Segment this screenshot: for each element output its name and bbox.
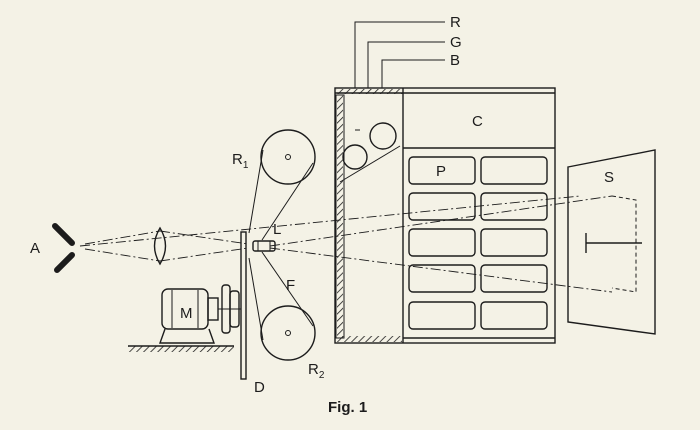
camera-box (334, 87, 556, 344)
motor (159, 284, 241, 344)
label-f: F (286, 277, 295, 294)
label-b: B (450, 52, 460, 69)
projection-lens (252, 240, 276, 252)
reel-bottom (260, 305, 316, 361)
label-d: D (254, 379, 265, 396)
label-c: C (472, 113, 483, 130)
figure-caption: Fig. 1 (328, 399, 367, 416)
label-r2: R2 (308, 361, 325, 381)
ground (128, 345, 234, 352)
label-r: R (450, 14, 461, 31)
plate-grid (408, 156, 548, 330)
rgb-leaders (354, 21, 445, 88)
feed-roller-right (369, 122, 397, 150)
label-a: A (30, 240, 40, 257)
condenser-lens (153, 226, 167, 266)
light-source (52, 223, 75, 273)
label-g: G (450, 34, 462, 51)
reel-top (260, 129, 316, 185)
label-p: P (436, 163, 446, 180)
shutter-disc (240, 231, 247, 380)
hatched-wall (337, 95, 343, 338)
label-m: M (180, 305, 193, 322)
light-rays (79, 195, 613, 293)
label-s: S (604, 169, 614, 186)
film-strip (248, 149, 314, 341)
label-r1: R1 (232, 151, 249, 171)
label-l: L (273, 221, 281, 238)
feed-roller-left (342, 144, 368, 170)
screen (567, 149, 656, 335)
